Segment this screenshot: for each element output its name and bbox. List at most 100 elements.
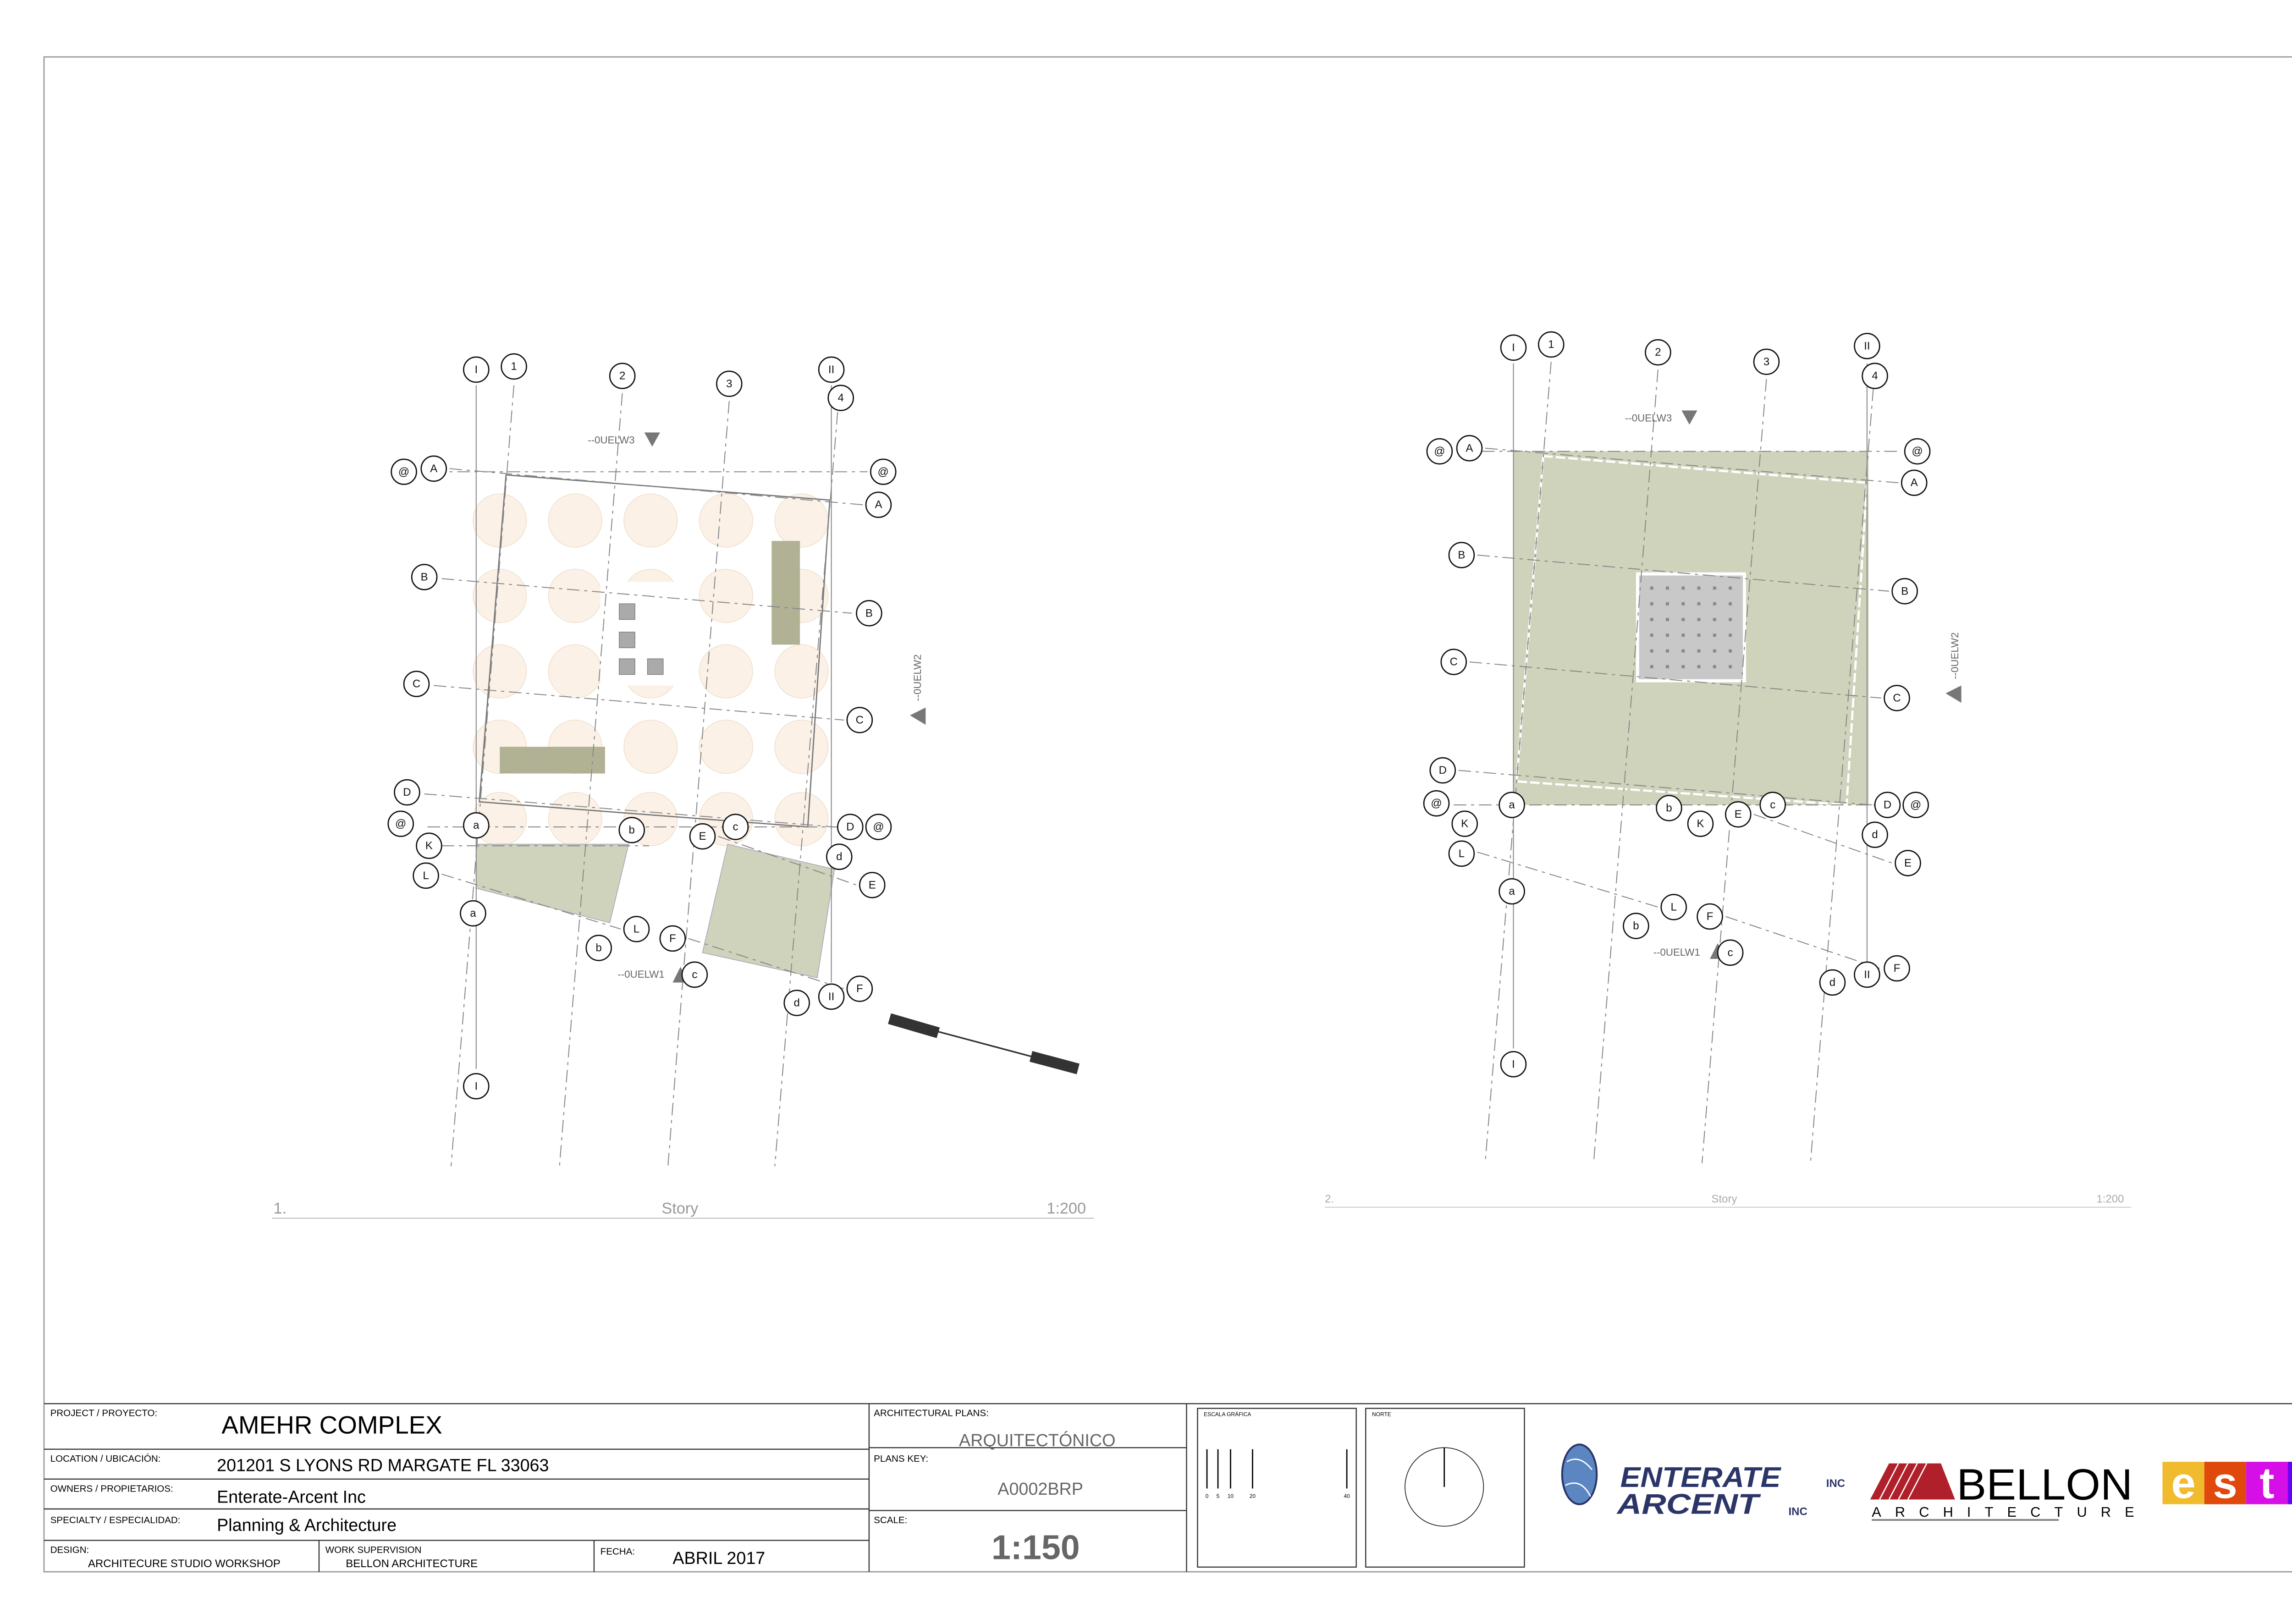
grid-bubble[interactable] — [818, 983, 845, 1010]
grid-bubble-label[interactable]: F — [669, 932, 676, 945]
grid-bubble-label[interactable]: I — [1512, 1058, 1515, 1070]
grid-bubble-label[interactable]: d — [836, 851, 842, 863]
grid-bubble[interactable] — [783, 990, 810, 1016]
grid-bubble[interactable] — [501, 353, 527, 380]
grid-bubble[interactable] — [1645, 339, 1671, 366]
grid-bubble-label[interactable]: 4 — [1872, 370, 1878, 382]
grid-bubble-label[interactable]: E — [699, 830, 706, 842]
grid-bubble-label[interactable]: C — [413, 678, 420, 690]
grid-bubble[interactable] — [856, 600, 882, 627]
grid-bubble[interactable] — [463, 812, 490, 839]
grid-bubble[interactable] — [681, 961, 708, 988]
grid-bubble[interactable] — [1440, 649, 1467, 675]
grid-bubble-label[interactable]: 3 — [1763, 356, 1769, 368]
grid-bubble-label[interactable]: a — [470, 907, 476, 919]
grid-bubble[interactable] — [1423, 790, 1450, 817]
grid-bubble-label[interactable]: c — [733, 821, 738, 833]
grid-bubble-label[interactable]: K — [1697, 818, 1704, 830]
grid-bubble[interactable] — [387, 810, 414, 837]
grid-bubble-label[interactable]: @ — [878, 466, 889, 478]
grid-bubble-label[interactable]: d — [1829, 976, 1835, 989]
grid-bubble-label[interactable]: C — [1450, 656, 1458, 668]
grid-bubble-label[interactable]: II — [1864, 969, 1870, 981]
grid-bubble[interactable] — [1429, 757, 1456, 784]
grid-bubble-label[interactable]: II — [828, 991, 834, 1003]
elevation-arrow-icon[interactable] — [1681, 410, 1697, 425]
grid-bubble-label[interactable]: E — [869, 879, 876, 891]
grid-bubble[interactable] — [818, 356, 845, 383]
grid-bubble[interactable] — [659, 925, 686, 952]
grid-bubble-label[interactable]: a — [1509, 885, 1515, 897]
grid-bubble[interactable] — [1499, 792, 1525, 818]
grid-bubble[interactable] — [1753, 348, 1780, 375]
grid-bubble[interactable] — [1448, 840, 1475, 867]
grid-bubble-label[interactable]: B — [1458, 549, 1465, 561]
grid-bubble[interactable] — [416, 832, 442, 859]
grid-bubble-label[interactable]: d — [794, 997, 800, 1009]
grid-bubble-label[interactable]: c — [1728, 947, 1733, 959]
grid-bubble[interactable] — [1451, 810, 1478, 837]
grid-bubble-label[interactable]: @ — [1910, 799, 1921, 811]
grid-bubble[interactable] — [827, 385, 854, 411]
grid-bubble-label[interactable]: c — [1770, 799, 1775, 811]
grid-bubble[interactable] — [1456, 435, 1483, 462]
grid-bubble-label[interactable]: 4 — [838, 392, 844, 404]
grid-bubble[interactable] — [1538, 331, 1565, 358]
grid-bubble-label[interactable]: L — [1671, 901, 1677, 913]
grid-bubble-label[interactable]: E — [1904, 857, 1912, 869]
grid-bubble[interactable] — [1687, 810, 1714, 837]
grid-bubble-label[interactable]: @ — [1431, 797, 1442, 809]
grid-bubble-label[interactable]: D — [1884, 799, 1891, 811]
grid-bubble[interactable] — [1902, 792, 1929, 818]
grid-bubble-label[interactable]: b — [1633, 920, 1639, 932]
grid-bubble[interactable] — [1819, 969, 1846, 996]
grid-bubble-label[interactable]: I — [1512, 341, 1515, 354]
grid-bubble[interactable] — [826, 843, 853, 870]
grid-bubble-label[interactable]: F — [1894, 962, 1901, 974]
grid-bubble-label[interactable]: @ — [1912, 445, 1923, 457]
elevation-arrow-icon[interactable] — [910, 707, 926, 725]
grid-bubble[interactable] — [623, 916, 650, 942]
grid-bubble[interactable] — [1717, 939, 1744, 966]
grid-bubble[interactable] — [618, 817, 645, 843]
grid-bubble-label[interactable]: D — [1439, 764, 1447, 776]
grid-bubble[interactable] — [420, 455, 447, 482]
grid-bubble-label[interactable]: A — [1911, 477, 1918, 489]
grid-bubble[interactable] — [585, 935, 612, 961]
grid-bubble[interactable] — [411, 564, 438, 590]
grid-bubble[interactable] — [1623, 913, 1649, 939]
grid-bubble[interactable] — [1884, 955, 1910, 982]
grid-bubble[interactable] — [1862, 363, 1888, 389]
grid-bubble-label[interactable]: B — [421, 571, 428, 583]
grid-bubble[interactable] — [846, 707, 873, 733]
grid-bubble[interactable] — [1874, 792, 1901, 818]
grid-bubble[interactable] — [1895, 850, 1921, 876]
grid-bubble[interactable] — [463, 356, 490, 383]
grid-bubble[interactable] — [1656, 795, 1682, 821]
elevation-arrow-icon[interactable] — [1945, 685, 1961, 703]
grid-bubble[interactable] — [1891, 578, 1918, 605]
grid-bubble-label[interactable]: I — [474, 363, 478, 376]
grid-bubble-label[interactable]: A — [875, 499, 882, 511]
grid-bubble[interactable] — [1426, 438, 1453, 465]
grid-bubble-label[interactable]: L — [423, 870, 429, 882]
grid-bubble-label[interactable]: L — [1459, 848, 1465, 860]
grid-bubble[interactable] — [865, 491, 892, 518]
grid-bubble[interactable] — [716, 370, 743, 397]
grid-bubble[interactable] — [403, 671, 430, 697]
grid-bubble[interactable] — [1500, 334, 1527, 361]
grid-bubble-label[interactable]: @ — [398, 466, 409, 478]
grid-bubble[interactable] — [1759, 792, 1786, 818]
grid-bubble[interactable] — [859, 872, 886, 898]
grid-bubble-label[interactable]: c — [692, 969, 697, 981]
grid-bubble[interactable] — [846, 975, 873, 1002]
grid-bubble[interactable] — [722, 814, 749, 840]
grid-bubble-label[interactable]: 3 — [726, 378, 732, 390]
grid-bubble[interactable] — [1854, 333, 1880, 359]
grid-bubble-label[interactable]: 1 — [511, 360, 517, 373]
grid-bubble-label[interactable]: I — [474, 1080, 478, 1092]
grid-bubble-label[interactable]: 2 — [1655, 346, 1661, 358]
grid-bubble-label[interactable]: @ — [1434, 445, 1445, 457]
elevation-arrow-icon[interactable] — [644, 432, 660, 447]
grid-bubble[interactable] — [837, 814, 864, 840]
